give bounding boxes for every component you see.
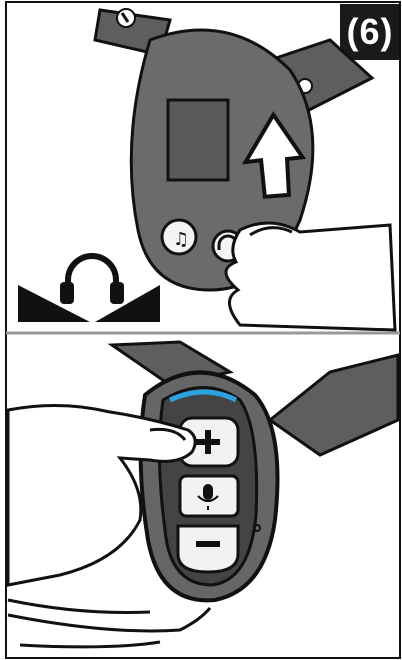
panel-border <box>5 1 401 659</box>
strap-side <box>267 353 400 457</box>
hand-top <box>224 221 397 332</box>
headphone-pairing-icon <box>18 253 160 322</box>
phone-icon-glyph <box>120 12 130 23</box>
hand-bottom <box>6 403 197 587</box>
press-arrow <box>241 110 307 199</box>
step-number-badge: (6) <box>340 4 400 60</box>
left-wedge <box>18 285 90 322</box>
top-panel: ♫ <box>18 8 397 332</box>
right-wedge <box>95 285 160 322</box>
accent-led <box>168 389 238 403</box>
music-note-icon <box>160 218 198 256</box>
bottom-panel <box>6 340 400 649</box>
music-note-glyph: ♫ <box>173 229 189 250</box>
mic-hole <box>253 524 261 532</box>
device-panel <box>166 98 230 182</box>
minus-icon <box>176 524 240 574</box>
